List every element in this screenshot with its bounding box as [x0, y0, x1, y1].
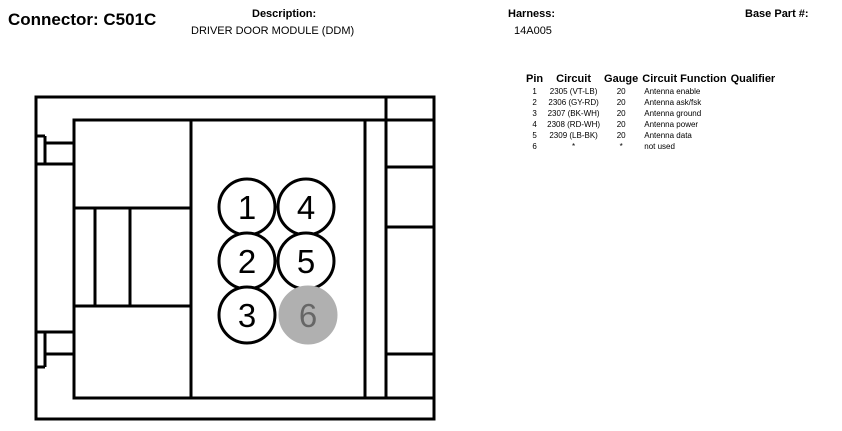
- description-value: DRIVER DOOR MODULE (DDM): [191, 25, 355, 37]
- function-cell: Antenna enable: [644, 87, 701, 96]
- pin-cell: 4: [532, 120, 537, 129]
- pin-circle: [278, 285, 338, 345]
- connector-title: Connector: C501C: [8, 10, 157, 29]
- pin-cell: 5: [532, 131, 537, 140]
- gauge-cell: 20: [616, 98, 626, 107]
- function-cell: Antenna ground: [644, 109, 702, 118]
- pin-table-header: Pin Circuit Gauge Circuit Function Quali…: [524, 72, 777, 86]
- connector-housing: [34, 95, 436, 421]
- col-gauge: Gauge: [604, 73, 639, 85]
- pin-3: 3: [217, 285, 277, 345]
- function-cell: Antenna ask/fsk: [644, 98, 702, 107]
- pin-number: 6: [299, 297, 317, 334]
- gauge-cell: 20: [616, 131, 626, 140]
- col-qualifier: Qualifier: [730, 73, 776, 85]
- circuit-cell: 2307 (BK-WH): [547, 109, 600, 118]
- table-row: 5 2309 (LB-BK) 20 Antenna data: [524, 130, 777, 141]
- col-pin: Pin: [526, 73, 544, 85]
- pin-circle: [217, 285, 277, 345]
- function-cell: not used: [644, 142, 675, 151]
- pin-cell: 2: [532, 98, 537, 107]
- circuit-cell: 2305 (VT-LB): [549, 87, 598, 96]
- pin-number: 3: [238, 297, 256, 334]
- description-label: Description:: [252, 8, 317, 20]
- function-cell: Antenna power: [644, 120, 699, 129]
- circuit-cell: 2308 (RD-WH): [547, 120, 601, 129]
- pin-6: 6: [278, 285, 338, 345]
- pin-cell: 1: [532, 87, 537, 96]
- circuit-cell: 2306 (GY-RD): [548, 98, 599, 107]
- pin-table: Pin Circuit Gauge Circuit Function Quali…: [524, 72, 777, 152]
- harness-label: Harness:: [508, 8, 556, 20]
- table-row: 3 2307 (BK-WH) 20 Antenna ground: [524, 108, 777, 119]
- table-row: 4 2308 (RD-WH) 20 Antenna power: [524, 119, 777, 130]
- circuit-cell: *: [572, 142, 576, 151]
- circuit-cell: 2309 (LB-BK): [549, 131, 598, 140]
- function-cell: Antenna data: [644, 131, 692, 140]
- pin-number: 1: [238, 189, 256, 226]
- pin-5: 5: [276, 231, 336, 291]
- pin-cell: 3: [532, 109, 537, 118]
- harness-value: 14A005: [514, 25, 552, 37]
- table-row: 6 * * not used: [524, 141, 777, 152]
- col-circuit-function: Circuit Function: [642, 73, 727, 85]
- pin-number: 4: [297, 189, 315, 226]
- col-circuit: Circuit: [556, 73, 591, 85]
- pin-cell: 6: [532, 142, 537, 151]
- gauge-cell: 20: [616, 109, 626, 118]
- table-row: 1 2305 (VT-LB) 20 Antenna enable: [524, 86, 777, 97]
- pin-number: 2: [238, 243, 256, 280]
- gauge-cell: *: [619, 142, 623, 151]
- gauge-cell: 20: [616, 87, 626, 96]
- pin-2: 2: [217, 231, 277, 291]
- pin-number: 5: [297, 243, 315, 280]
- gauge-cell: 20: [616, 120, 626, 129]
- pin-4: 4: [276, 177, 336, 237]
- pin-1: 1: [217, 177, 277, 237]
- pin-layer: 1 4 2 5 3 6: [217, 177, 338, 345]
- table-row: 2 2306 (GY-RD) 20 Antenna ask/fsk: [524, 97, 777, 108]
- base-part-label: Base Part #:: [745, 8, 809, 20]
